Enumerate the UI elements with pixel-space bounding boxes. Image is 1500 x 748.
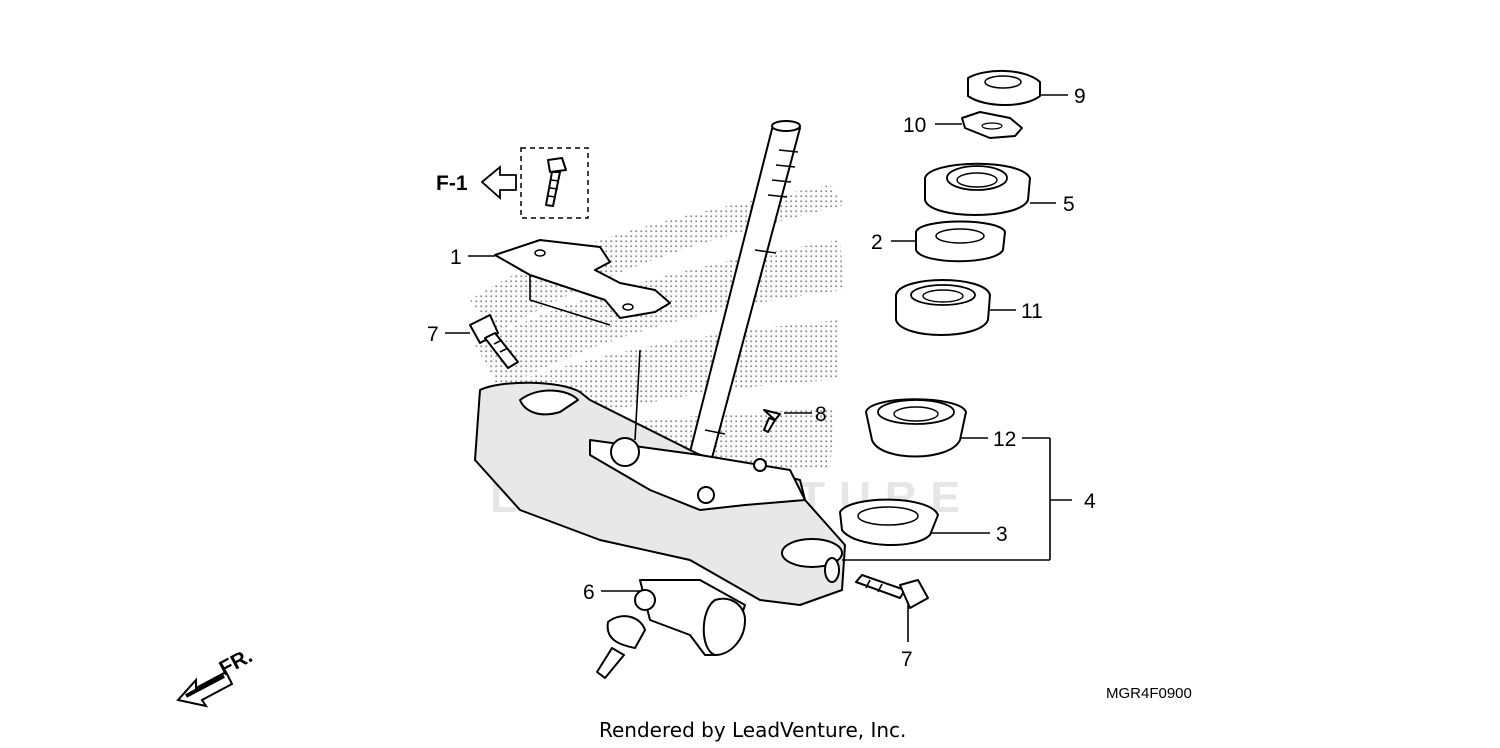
part-5-adjust-nut xyxy=(924,162,1031,216)
part-code: MGR4F0900 xyxy=(1106,685,1192,702)
callout-1: 1 xyxy=(450,246,462,269)
bottom-bridge xyxy=(474,381,846,606)
part-6-lock xyxy=(596,579,746,679)
callout-3: 3 xyxy=(996,523,1008,546)
part-7-bolt-upper xyxy=(469,314,519,369)
callout-9: 9 xyxy=(1074,85,1086,108)
callout-11: 11 xyxy=(1021,300,1043,323)
part-3-dust-seal xyxy=(839,498,939,547)
part-10-washer xyxy=(961,111,1023,139)
ref-bolt-box xyxy=(520,147,589,219)
callout-4: 4 xyxy=(1084,490,1096,513)
callout-12: 12 xyxy=(993,428,1016,451)
callout-5: 5 xyxy=(1063,193,1075,216)
part-12-bearing xyxy=(865,398,967,458)
steering-stem xyxy=(689,120,801,459)
part-1-plate xyxy=(494,239,671,441)
callout-7-lower: 7 xyxy=(901,648,913,671)
part-7-bolt-lower xyxy=(855,574,929,609)
part-2-dust-seal xyxy=(915,220,1006,263)
credit-text: Rendered by LeadVenture, Inc. xyxy=(599,718,906,742)
leader-lines xyxy=(445,94,1072,642)
callout-2: 2 xyxy=(871,231,883,254)
front-arrow-icon xyxy=(176,670,234,708)
callout-7-upper: 7 xyxy=(427,323,439,346)
part-11-bearing xyxy=(895,279,991,336)
ref-arrow-icon xyxy=(480,165,517,201)
callout-6: 6 xyxy=(583,581,595,604)
part-9-nut xyxy=(967,69,1041,106)
callouts: 1 2 3 4 5 6 7 7 8 9 10 11 12 xyxy=(427,85,1096,671)
ref-label: F-1 xyxy=(436,172,468,195)
callout-8: 8 xyxy=(815,403,827,426)
callout-10: 10 xyxy=(903,114,926,137)
part-8-screw xyxy=(763,409,781,433)
